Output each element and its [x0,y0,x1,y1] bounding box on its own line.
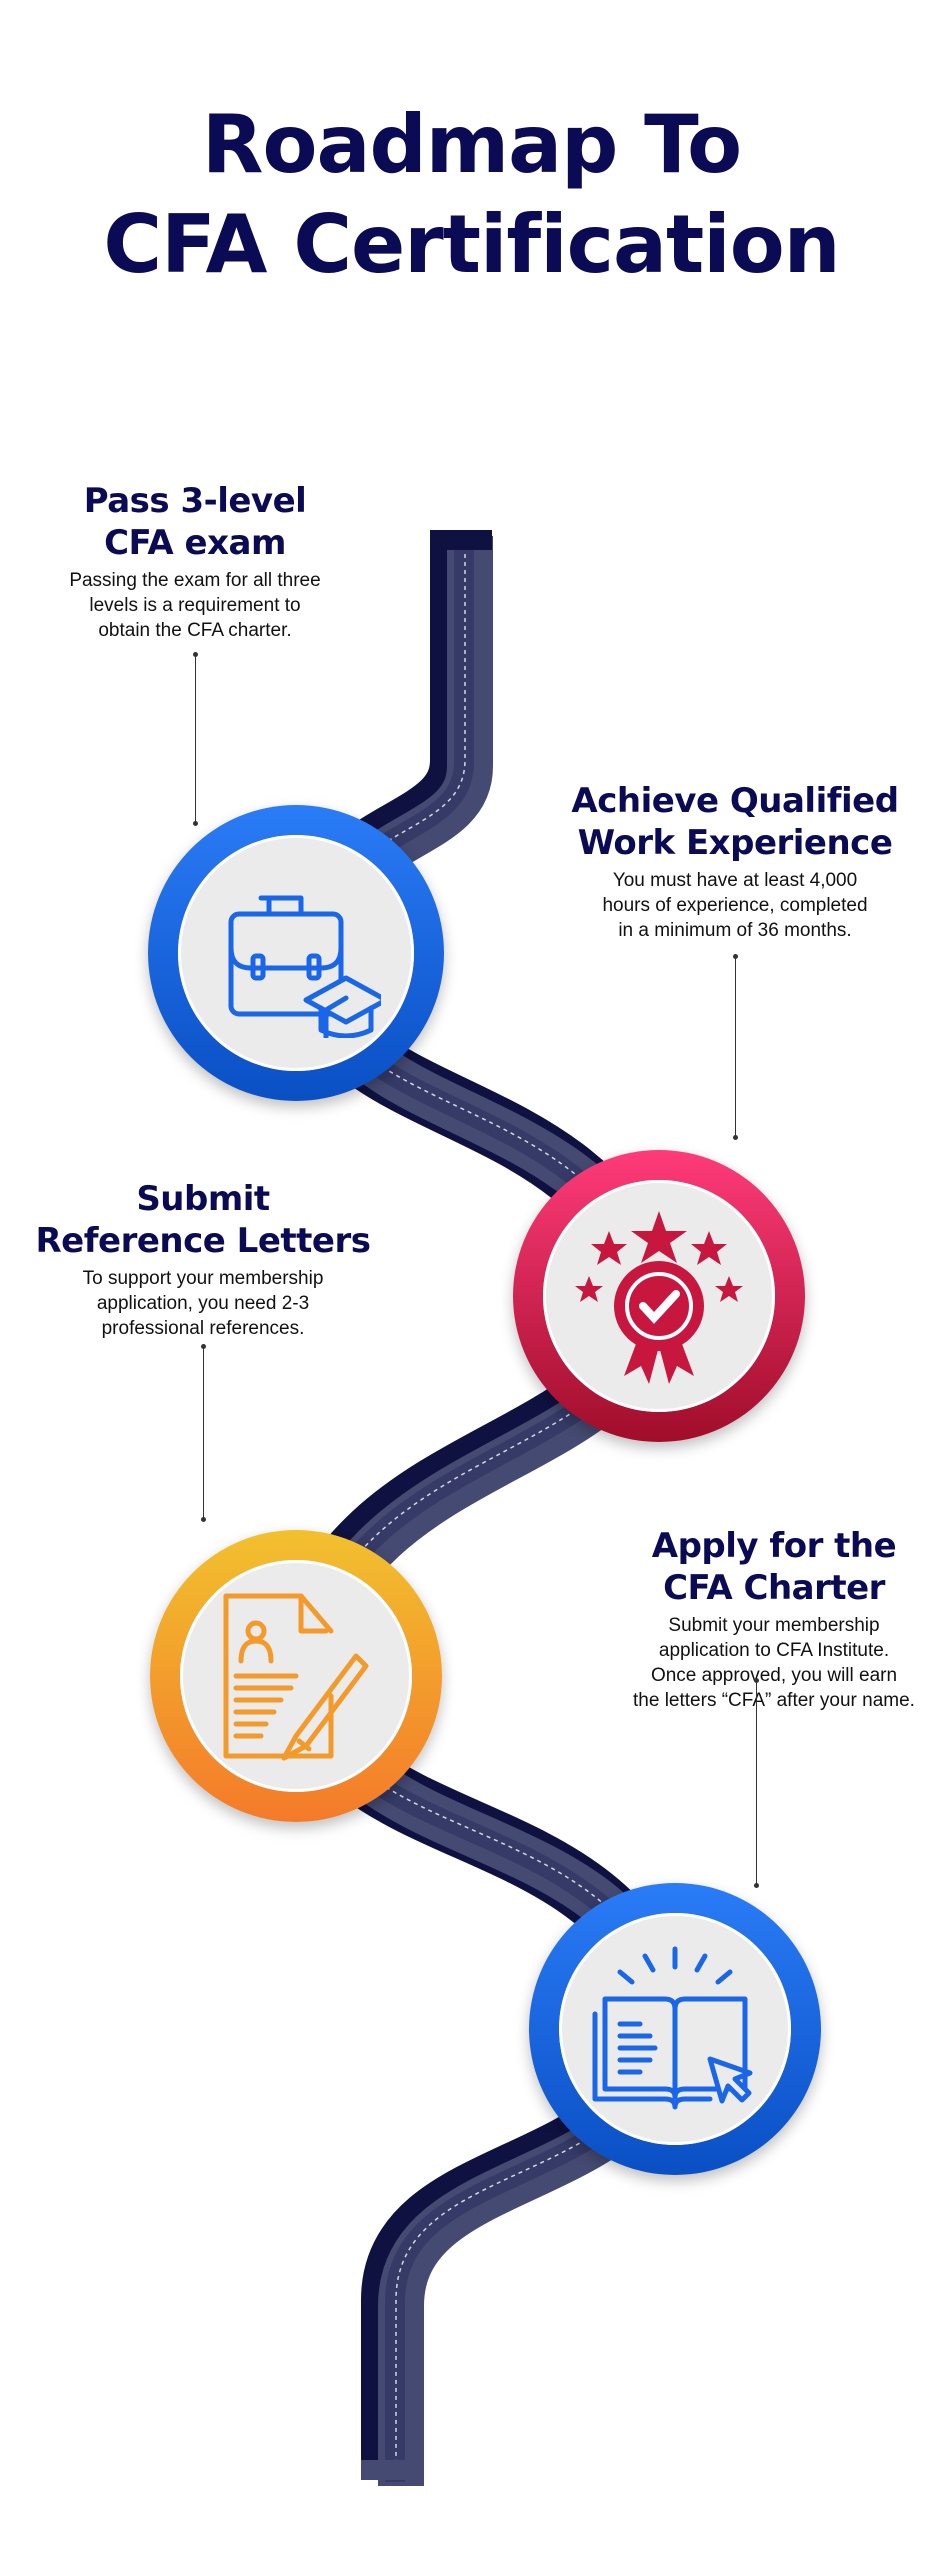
briefcase-graduation-cap-icon [228,895,381,1038]
step-4-badge [529,1883,821,2175]
step-3-badge [150,1530,442,1822]
connector-line [733,954,738,1140]
open-book-cursor-icon [592,1946,753,2110]
step-1-badge [148,805,444,1101]
connector-line [201,1344,206,1522]
connector-line [193,652,198,826]
award-badge-stars-icon [575,1211,743,1384]
document-pencil-icon [223,1593,369,1761]
page-title: Roadmap To CFA Certification [103,98,840,291]
connector-line [754,1678,759,1888]
step-2-badge [513,1150,805,1442]
